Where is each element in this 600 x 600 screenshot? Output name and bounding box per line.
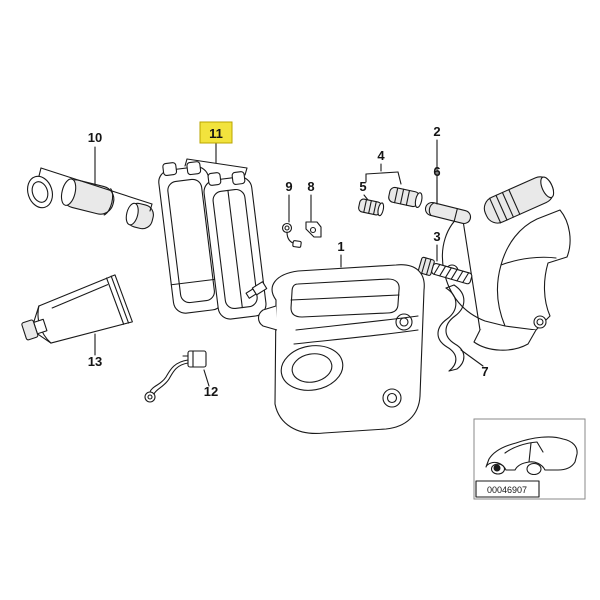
callout-10[interactable]: 10: [88, 130, 102, 145]
part-12-wear-sensor-drawing: [144, 350, 207, 403]
part-9-sensor-clip-drawing: [281, 222, 302, 248]
callout-11: 11: [209, 126, 223, 141]
callout-8[interactable]: 8: [307, 179, 314, 194]
callout-4[interactable]: 4: [377, 148, 385, 163]
callout-3[interactable]: 3: [433, 229, 440, 244]
car-location-inset: 00046907: [473, 418, 586, 500]
callout-1[interactable]: 1: [337, 239, 344, 254]
callout-5[interactable]: 5: [359, 179, 366, 194]
location-marker-dot: [493, 464, 501, 472]
callout-9[interactable]: 9: [285, 179, 292, 194]
callout-2[interactable]: 2: [433, 124, 440, 139]
part-8-retaining-clip-drawing: [305, 221, 322, 238]
part-3-bolt-drawing: [417, 256, 473, 285]
leader-5: [363, 194, 369, 201]
part-10-piston-seals-drawing: [27, 175, 154, 230]
leader-12: [203, 369, 210, 387]
part-2-caliper-carrier-drawing: [441, 176, 571, 351]
callout-7[interactable]: 7: [481, 364, 488, 379]
part-4-guide-sleeve-drawing: [388, 186, 423, 209]
leader-4: [365, 163, 402, 185]
callout-13[interactable]: 13: [88, 354, 102, 369]
part-13-grease-tube-drawing: [21, 274, 133, 344]
callout-12[interactable]: 12: [204, 384, 218, 399]
part-11-brake-pads-drawing: [158, 161, 267, 320]
part-7-retaining-spring-drawing: [437, 284, 465, 372]
callout-11-highlight[interactable]: 11: [199, 121, 233, 144]
callout-6[interactable]: 6: [433, 164, 440, 179]
bleeder-screw: [245, 281, 268, 299]
leader-10: [38, 146, 153, 212]
part-6-guide-pin-drawing: [424, 201, 472, 225]
image-code: 00046907: [487, 485, 527, 495]
leader-7: [460, 349, 484, 367]
image-code-box: 00046907: [475, 480, 540, 498]
car-illustration: [485, 436, 578, 476]
leader-11: [184, 142, 248, 176]
part-1-brake-caliper-drawing: [245, 264, 425, 435]
highlight-box: [199, 121, 233, 144]
part-5-guide-bushing-drawing: [358, 198, 385, 217]
